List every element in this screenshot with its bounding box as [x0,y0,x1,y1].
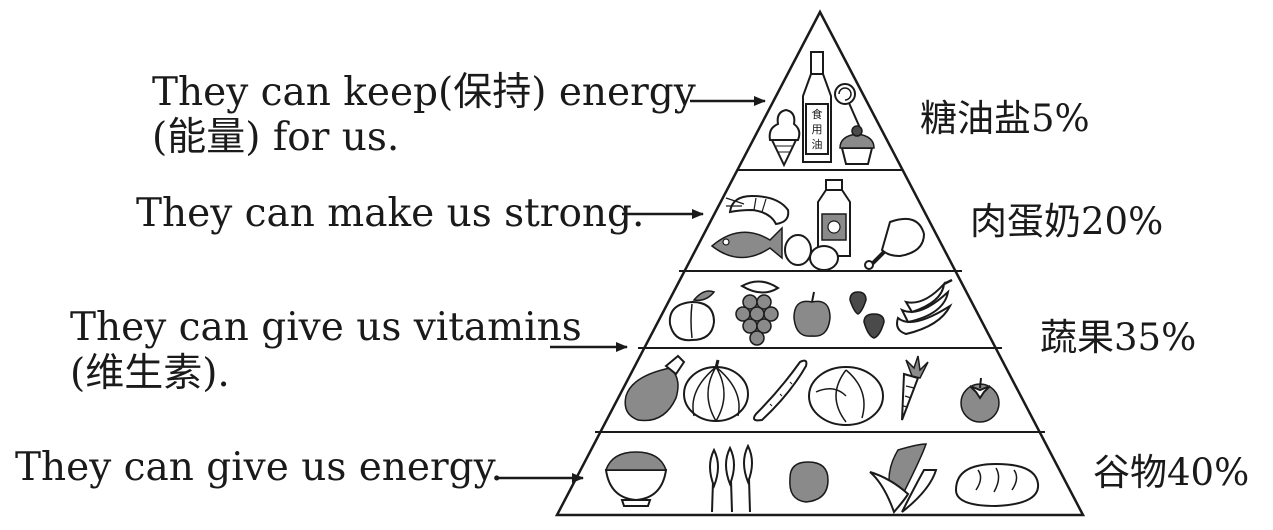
apple-icon [793,291,831,337]
pyramid-triangle [554,9,1086,517]
percent-meat: 20% [1081,200,1163,243]
milk-bottle-icon [817,179,851,257]
level-descriptions: They can keep(保持) energy (能量) for us. Th… [15,70,696,490]
tier-fruit-foods [668,278,953,346]
percent-fruit: 35% [1114,316,1196,359]
percent-label-grains: 谷物40% [1093,451,1249,494]
description-oil-line-1: They can keep(保持) energy [152,70,696,115]
description-fruit-line-1: They can give us vitamins [70,305,582,350]
ice-cream-icon [768,108,801,168]
corn-icon [869,443,938,514]
pyramid-outline [554,9,1086,517]
category-fruit: 蔬果 [1040,316,1114,359]
shrimp-icon [725,194,790,226]
cucumber-icon [753,359,808,422]
wheat-icon [709,443,753,513]
chicken-leg-icon [864,218,926,270]
tomato-icon [960,377,1000,423]
percent-label-fruit: 蔬果35% [1040,316,1196,359]
tier-meat-egg-milk-foods [710,179,926,271]
grapes-icon [735,280,780,346]
rice-bowl-icon [604,451,668,507]
bread-icon [954,462,1040,508]
eggplant-icon [624,354,686,422]
strawberry-icon [849,291,885,339]
description-fruit-line-2: (维生素). [70,351,230,396]
description-meat: They can make us strong. [136,191,644,236]
potato-icon [789,461,829,503]
percentage-labels: 糖油盐5% 肉蛋奶20% 蔬果35% 谷物40% [920,97,1249,494]
percent-oil: 5% [1031,97,1090,140]
category-meat: 肉蛋奶 [970,200,1081,243]
egg-icon [784,234,839,271]
banana-icon [896,278,953,336]
pumpkin-icon [683,359,749,422]
description-oil-line-2: (能量) for us. [152,115,399,160]
category-grains: 谷物 [1093,451,1167,494]
oil-bottle-label-1: 食 [812,107,823,121]
percent-label-oil: 糖油盐5% [920,97,1090,140]
tier-grains-foods [604,443,1040,514]
lollipop-icon [834,83,861,129]
arrows [496,96,766,483]
oil-bottle-icon: 食 用 油 [802,51,832,163]
description-grains: They can give us energy. [15,445,503,490]
tier-vegetable-foods [624,354,1000,426]
cupcake-icon [839,125,875,165]
oil-bottle-label-2: 用 [812,123,823,136]
carrot-icon [901,355,929,421]
category-oil: 糖油盐 [920,97,1031,140]
percent-label-meat: 肉蛋奶20% [970,200,1163,243]
peach-icon [668,290,716,342]
cabbage-icon [808,366,884,426]
oil-bottle-label-3: 油 [812,137,823,151]
percent-grains: 40% [1167,451,1249,494]
fish-icon [710,226,783,260]
tier-oil-sugar-salt-foods: 食 用 油 [768,51,875,168]
